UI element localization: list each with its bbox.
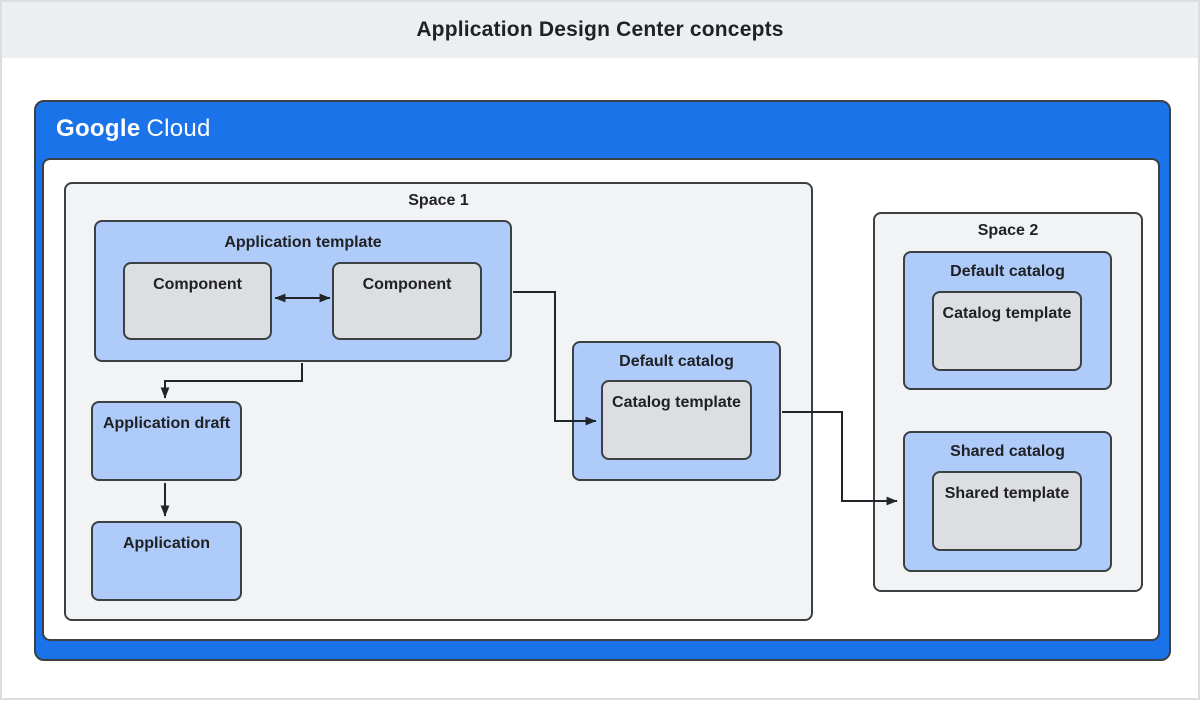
space1-box: Space 1 Application template Component C…	[64, 182, 813, 621]
application-template-label: Application template	[224, 234, 382, 251]
shared-catalog-box: Shared catalog Shared template	[903, 431, 1112, 572]
component-box-1: Component	[123, 262, 272, 340]
space2-box: Space 2 Default catalog Catalog template…	[873, 212, 1143, 592]
space2-label: Space 2	[977, 222, 1039, 239]
application-label: Application	[122, 535, 211, 552]
inner-panel: Space 1 Application template Component C…	[42, 158, 1160, 641]
space1-catalog-template-label: Catalog template	[612, 394, 741, 411]
application-box: Application	[91, 521, 242, 601]
application-template-box: Application template Component Component	[94, 220, 512, 362]
application-draft-label: Application draft	[102, 415, 231, 432]
space1-catalog-template-box: Catalog template	[601, 380, 752, 460]
space1-label: Space 1	[408, 192, 469, 209]
google-wordmark: Google	[56, 115, 141, 142]
space1-default-catalog-box: Default catalog Catalog template	[572, 341, 781, 481]
application-draft-box: Application draft	[91, 401, 242, 481]
header-band: Application Design Center concepts	[2, 2, 1198, 58]
shared-catalog-label: Shared catalog	[950, 443, 1065, 460]
component-box-2: Component	[332, 262, 482, 340]
space1-default-catalog-label: Default catalog	[619, 353, 734, 370]
component-label-2: Component	[362, 276, 452, 293]
shared-template-label: Shared template	[944, 485, 1070, 502]
space2-catalog-template-box: Catalog template	[932, 291, 1082, 371]
space2-default-catalog-box: Default catalog Catalog template	[903, 251, 1112, 390]
space2-catalog-template-label: Catalog template	[942, 305, 1072, 322]
page-title: Application Design Center concepts	[416, 18, 784, 41]
cloud-wordmark: Cloud	[146, 115, 211, 142]
component-label-1: Component	[153, 276, 242, 293]
shared-template-box: Shared template	[932, 471, 1082, 551]
space2-default-catalog-label: Default catalog	[950, 263, 1065, 280]
